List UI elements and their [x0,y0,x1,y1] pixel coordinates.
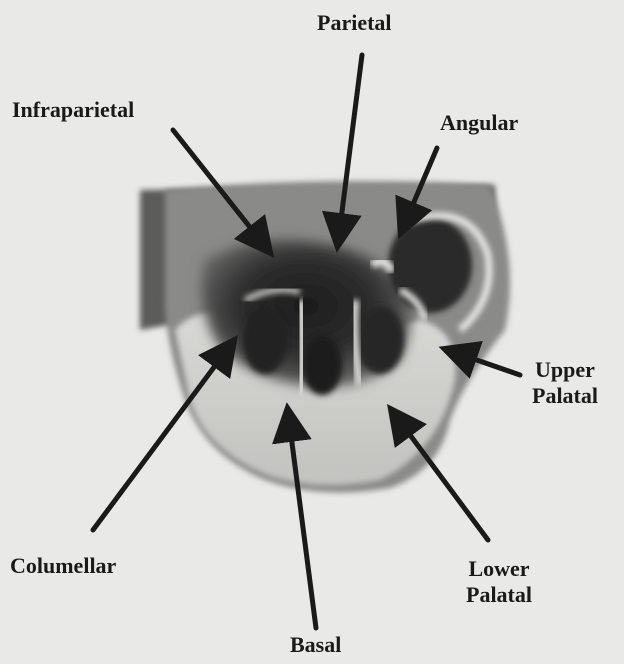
label-lower-palatal-line2: Palatal [466,582,532,608]
label-infraparietal: Infraparietal [12,97,134,123]
label-basal: Basal [290,632,341,658]
label-lower-palatal-line1: Lower [466,556,532,582]
label-angular: Angular [440,110,518,136]
label-upper-palatal-line1: Upper [532,357,598,383]
label-lower-palatal: Lower Palatal [466,556,532,608]
label-upper-palatal: Upper Palatal [532,357,598,409]
label-columellar: Columellar [10,553,116,579]
label-parietal: Parietal [317,10,392,36]
shell-body [140,181,510,493]
label-upper-palatal-line2: Palatal [532,383,598,409]
